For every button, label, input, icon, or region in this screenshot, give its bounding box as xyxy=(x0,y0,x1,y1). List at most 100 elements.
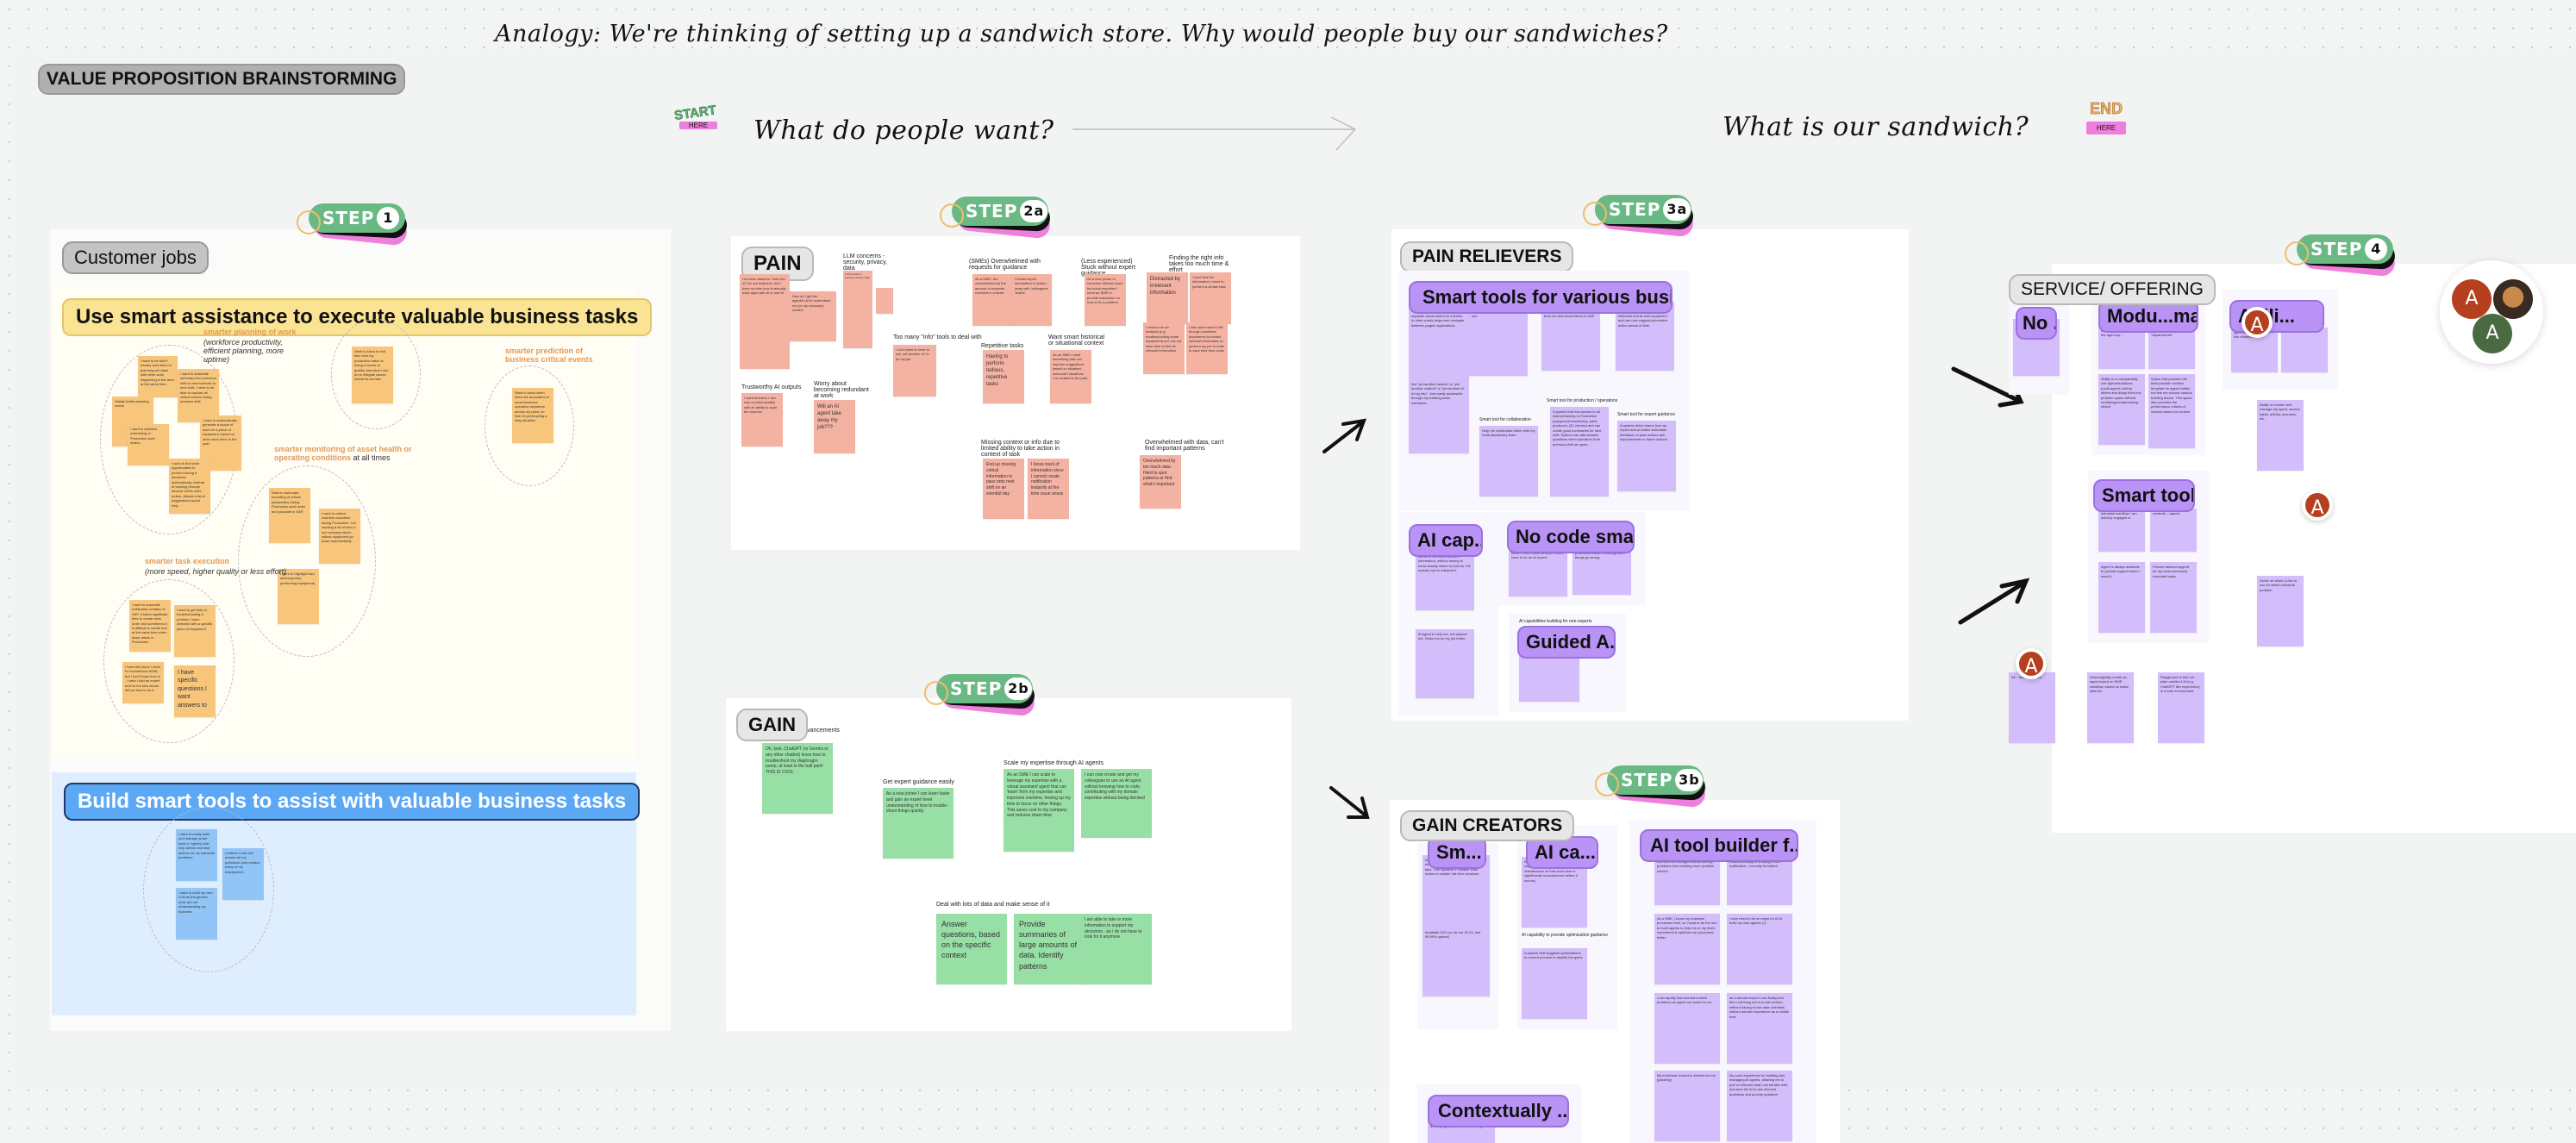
pain-relievers-tag[interactable]: PAIN RELIEVERS xyxy=(1400,241,1574,272)
sticky-note[interactable]: I can now create and get my colleagues t… xyxy=(1081,769,1152,838)
sticky-note[interactable]: I dont need to be an expert in AI to bui… xyxy=(1727,914,1792,984)
sticky-note[interactable]: sense of the most relevant information, … xyxy=(1416,552,1474,610)
question-left[interactable]: What do people want? xyxy=(753,116,1054,146)
sticky-note[interactable]: AI agent to help me, not replace me. Hel… xyxy=(1416,629,1474,698)
sticky-note[interactable]: I want to get help in troubleshooting a … xyxy=(174,605,216,657)
sticky-note[interactable]: Available 24/7 (or, for our SLOs, has 99… xyxy=(1422,928,1490,996)
question-right[interactable]: What is our sandwich? xyxy=(1723,112,2029,142)
sticky-note[interactable]: I have this issue I need to troubleshoot… xyxy=(122,662,164,703)
sticky-note[interactable]: Agent is always available to provide sup… xyxy=(2098,562,2145,633)
ai-tool-builder-title[interactable]: AI tool builder f... xyxy=(1640,829,1798,862)
sticky-note[interactable]: How do I get the agent/LLM to understand… xyxy=(790,291,836,341)
sticky-note[interactable]: Having to perform tedious, repetitive ta… xyxy=(983,350,1024,403)
sticky-note[interactable] xyxy=(876,288,893,314)
sticky-note[interactable]: All... ext... any... UIs. xyxy=(2009,672,2055,743)
sticky-note[interactable]: Automagically create an agent based on S… xyxy=(2087,672,2134,743)
sticky-note[interactable]: processes easier to debug when things go… xyxy=(1572,548,1631,595)
sticky-note[interactable]: A system that has access to all data per… xyxy=(1550,407,1609,497)
sticky-note[interactable]: Overwhelmed by too much data. Hard to sp… xyxy=(1140,455,1181,509)
sticky-note[interactable]: As a new joinee I can learn faster and g… xyxy=(883,788,953,859)
gain-tag[interactable]: GAIN xyxy=(736,709,808,741)
sticky-note[interactable]: Guide on which LLMs to use for which ind… xyxy=(2257,576,2304,646)
sticky-note[interactable]: I believe LLMs will answer all my questi… xyxy=(222,848,264,900)
sticky-note[interactable]: Ability to re-use/partially use agents/s… xyxy=(2098,374,2145,445)
sticky-note[interactable]: I don't want to have to use 'yet another… xyxy=(893,345,936,397)
sticky-note[interactable]: contexts... agents. xyxy=(2150,509,2197,552)
sticky-note[interactable]: as a domain expert I can finally test th… xyxy=(1727,993,1792,1064)
sticky-note[interactable]: Answer questions, based on the specific … xyxy=(936,914,1007,984)
sticky-note[interactable]: Oh, look, ChatGPT (or Gemini or any othe… xyxy=(762,743,833,814)
sticky-note[interactable]: As an SME I can scale to leverage my exp… xyxy=(1004,769,1074,852)
sticky-note[interactable]: Playground to test out plain vanilla LLM… xyxy=(2158,672,2204,743)
build-smart-tools-banner[interactable]: Build smart tools to assist with valuabl… xyxy=(64,783,641,821)
sticky-note[interactable]: troubleshooting or creating a SAP notifi… xyxy=(1727,857,1792,905)
sticky-note[interactable]: know - I don't have to code, I don't hav… xyxy=(1509,548,1567,596)
analogy-text[interactable]: Analogy: We're thinking of setting up a … xyxy=(495,21,1668,47)
sticky-note[interactable]: use and feel intelligent about solving p… xyxy=(1654,857,1720,905)
service-offering-tag[interactable]: SERVICE/ OFFERING xyxy=(2009,274,2216,305)
sticky-note[interactable]: Not "yet another search" or "yet another… xyxy=(1409,379,1469,453)
sticky-note[interactable]: As a SME I am overwhelmed by the amount … xyxy=(972,274,1012,326)
ai-capabilities-title[interactable]: AI cap... xyxy=(1409,524,1483,557)
sticky-note[interactable]: I want to automate notification creation… xyxy=(129,600,171,652)
sticky-note[interactable]: Want to know when there are anomalies to… xyxy=(512,388,553,443)
sticky-note[interactable]: A system that suggests optimizations to … xyxy=(1522,948,1587,1019)
sticky-note[interactable]: I also don't want to sift through countl… xyxy=(1186,322,1228,374)
collaborator-avatar[interactable]: A xyxy=(2016,648,2047,679)
sticky-note[interactable]: I want to build my own LLM as the generi… xyxy=(176,888,217,940)
collaborator-avatar[interactable]: A xyxy=(2302,490,2333,521)
collaborator-photo-avatar[interactable] xyxy=(2493,279,2533,319)
sticky-note[interactable] xyxy=(2281,328,2328,372)
sticky-note[interactable]: I want to easily build and manage smart … xyxy=(176,829,217,881)
sticky-note[interactable]: Want to know in real time how my product… xyxy=(352,347,393,403)
collaborator-avatar[interactable]: A xyxy=(2241,307,2273,338)
end-here-sticker[interactable]: END HERE xyxy=(2081,100,2131,153)
sticky-note[interactable]: I want to automate summary from previous… xyxy=(178,369,219,422)
ai-ca-title[interactable]: AI ca... xyxy=(1526,836,1598,869)
gain-creators-tag[interactable]: GAIN CREATORS xyxy=(1400,810,1575,841)
sticky-note[interactable]: I want to reduce machine downtime during… xyxy=(319,509,360,564)
sticky-note[interactable]: Will an AI agent take away my job??? xyxy=(814,400,855,453)
sticky-note[interactable]: No-code experience for building and mana… xyxy=(1727,1071,1792,1141)
sticky-note[interactable]: I've been asked to "look into AI" for ou… xyxy=(740,274,790,369)
sticky-note[interactable]: I loose track of information since I can… xyxy=(1028,459,1069,519)
collaborators-group[interactable]: A A xyxy=(2440,260,2543,364)
sticky-note[interactable]: As an SME I need something that can impr… xyxy=(1050,350,1091,403)
sticky-note[interactable]: Certain expert information is locked awa… xyxy=(1012,274,1052,326)
sticky-note[interactable]: I need to do an analysis (e.g. troublesh… xyxy=(1143,322,1185,374)
sticky-note[interactable]: I am able to take in more information to… xyxy=(1081,914,1152,984)
start-here-sticker[interactable]: START HERE xyxy=(673,103,724,150)
sticky-note[interactable]: I can rapidly test and learn which probl… xyxy=(1654,993,1720,1064)
sticky-note[interactable]: I want to Highlight bad actors (poorly p… xyxy=(278,569,319,624)
sticky-note[interactable]: LLM concerns - security, privacy, data xyxy=(843,271,872,348)
sticky-note[interactable]: Distracted by irrelevant information xyxy=(1147,272,1188,324)
board-title[interactable]: VALUE PROPOSITION BRAINSTORMING xyxy=(38,64,406,95)
no-code-title[interactable]: No code sma... xyxy=(1507,521,1635,553)
sticky-note[interactable]: Help me collaborate better with my multi… xyxy=(1479,426,1538,497)
sticky-note[interactable]: industrial workflow I am actively engage… xyxy=(2098,509,2145,552)
sticky-note[interactable]: I want to be told if nearby work that I'… xyxy=(138,356,178,397)
sticky-note[interactable]: Provide summaries of large amounts of da… xyxy=(1014,914,1085,984)
sticky-note[interactable]: I have specific questions I want answers… xyxy=(174,665,216,717)
sticky-note[interactable]: End up missing critical information to p… xyxy=(983,459,1024,519)
sticky-note[interactable]: Want to automate recording of critical p… xyxy=(269,488,310,543)
sticky-note[interactable]: Space that provides the best possible so… xyxy=(2148,374,2195,448)
collaborator-avatar[interactable]: A xyxy=(2473,314,2512,353)
sticky-note[interactable]: I want to find work opportunities to per… xyxy=(169,459,210,514)
collaborator-avatar[interactable]: A xyxy=(2452,279,2492,319)
smart-tools-title[interactable]: Smart tools for various busines... xyxy=(1409,281,1673,314)
sticky-note[interactable]: I want Answers I can rely on (desi-quali… xyxy=(741,393,783,447)
smart-tools-service-title[interactable]: Smart tools xyxy=(2093,479,2195,512)
sticky-note[interactable]: I want to optimize scheduling of Product… xyxy=(128,424,169,465)
customer-jobs-tag[interactable]: Customer jobs xyxy=(62,241,209,274)
sticky-note[interactable]: A system which learns from an expert and… xyxy=(1617,421,1676,491)
sticky-note[interactable]: I can't find the information I need to p… xyxy=(1190,272,1231,324)
sticky-note[interactable]: As a new joinee or someone without much … xyxy=(1085,274,1126,326)
guided-title[interactable]: Guided A... xyxy=(1517,626,1616,659)
sticky-note[interactable]: Help me break down silos between differe… xyxy=(1469,302,1528,376)
sticky-note[interactable]: Ability to monitor and manage my agent. … xyxy=(2257,400,2304,471)
sticky-note[interactable]: As a SME, I know my business processes b… xyxy=(1654,914,1720,984)
sticky-note[interactable]: Provide tailored support for my most com… xyxy=(2150,562,2197,633)
contextually-title[interactable]: Contextually ... xyxy=(1428,1095,1569,1127)
no-title[interactable]: No ... xyxy=(2016,307,2057,340)
